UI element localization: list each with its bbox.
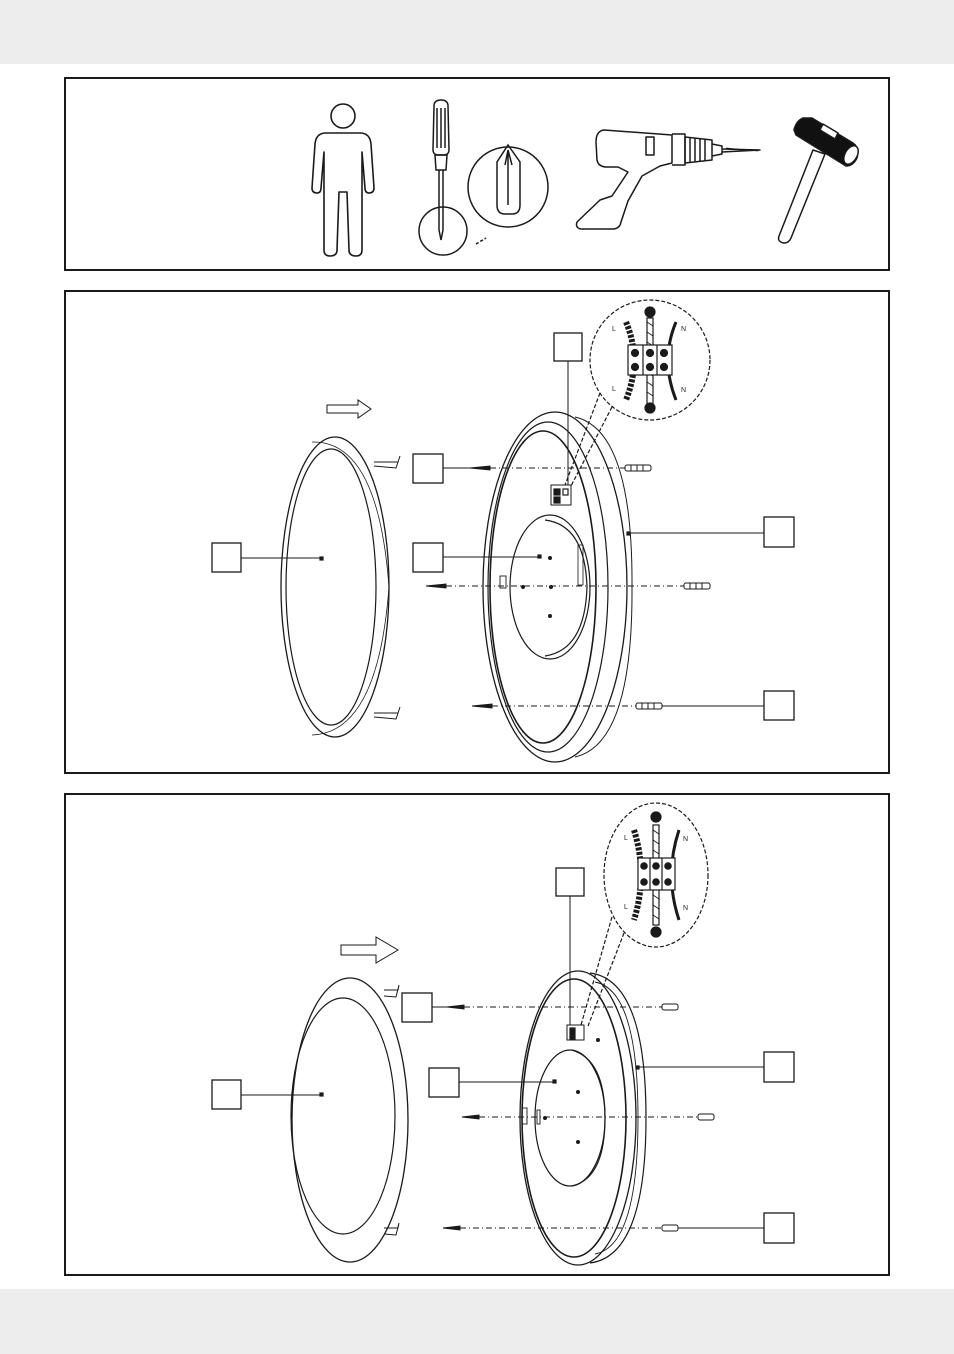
inset-1-label-bottom-left: L — [612, 386, 616, 393]
hammer-icon — [777, 117, 859, 244]
wiring-inset-1 — [564, 299, 711, 487]
callout-box — [763, 1212, 795, 1244]
lamp-base — [519, 970, 647, 1266]
inset-2-label-top-right: N — [683, 836, 688, 843]
direction-arrow-icon — [326, 399, 372, 419]
assembly-panel-1 — [64, 290, 890, 774]
person-icon — [311, 103, 375, 257]
inset-2-label-top-left: L — [624, 835, 628, 842]
tools-panel — [64, 77, 890, 271]
screw-middle — [425, 582, 711, 590]
callout-box — [412, 542, 444, 573]
footer-band — [0, 1289, 954, 1354]
callout-box — [211, 542, 242, 573]
callout-box — [412, 453, 444, 484]
callout-box — [763, 690, 795, 721]
screw-top — [446, 1003, 679, 1011]
assembly-figure-2 — [241, 802, 764, 1266]
assembly-figure-1 — [241, 299, 764, 763]
callout-box — [555, 867, 585, 897]
callout-box — [763, 516, 795, 548]
screw-bottom — [471, 702, 663, 710]
inset-2-label-bottom-right: N — [683, 905, 688, 912]
direction-arrow-icon — [340, 936, 399, 964]
phillips-screwdriver-icon — [418, 99, 549, 256]
screw-middle — [461, 1113, 715, 1121]
inset-1-label-top-right: N — [681, 326, 686, 333]
callout-box — [553, 332, 583, 362]
header-band — [0, 0, 954, 64]
wiring-inset-2 — [580, 802, 709, 1027]
callout-box — [401, 992, 433, 1023]
screw-top — [469, 464, 652, 472]
screw-bottom — [442, 1224, 679, 1232]
callout-box — [763, 1051, 795, 1083]
diffuser-cover — [280, 436, 401, 738]
assembly-panel-2 — [64, 793, 890, 1276]
lamp-base — [482, 411, 633, 763]
diffuser-cover — [290, 977, 409, 1263]
callout-box — [428, 1067, 460, 1098]
inset-1-label-bottom-right: N — [681, 387, 686, 394]
inset-2-label-bottom-left: L — [624, 904, 628, 911]
callout-box — [211, 1079, 242, 1110]
power-drill-icon — [575, 129, 761, 230]
inset-1-label-top-left: L — [612, 326, 616, 333]
